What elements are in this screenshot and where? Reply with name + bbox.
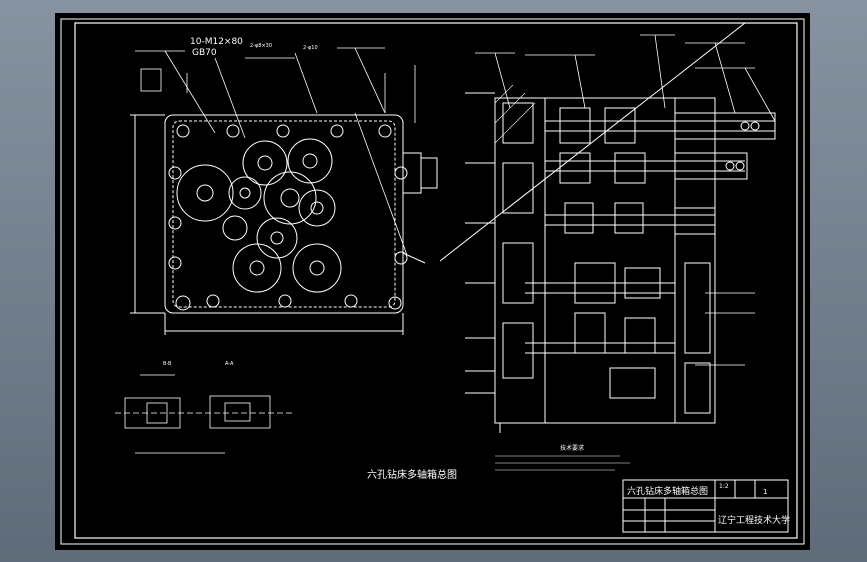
section-label-a: A-A	[225, 361, 234, 367]
standard-label: GB70	[192, 48, 217, 58]
drawing-sheet[interactable]: 10-M12×80 GB70 2-φ8×30 2-φ10	[55, 13, 810, 550]
leaders-right	[475, 34, 776, 366]
plug-spec-label: 2-φ10	[303, 45, 318, 51]
front-view	[130, 114, 438, 335]
title-block-scale: 1:2	[719, 483, 729, 490]
section-view	[439, 22, 776, 433]
title-block-title: 六孔钻床多轴箱总图	[627, 485, 708, 497]
outer-border	[60, 18, 805, 545]
notes-heading: 技术要求	[560, 444, 584, 452]
notes-lines	[495, 455, 630, 471]
section-label-b: B-B	[163, 361, 172, 367]
title-block	[622, 479, 789, 533]
title-block-university: 辽宁工程技术大学	[718, 514, 790, 526]
bolt-spec-label: 10-M12×80	[190, 37, 243, 47]
drawing-title: 六孔钻床多轴箱总图	[367, 468, 457, 481]
inner-border	[74, 22, 798, 539]
detail-sections	[115, 374, 295, 454]
leaders-left	[135, 47, 416, 256]
title-block-sheet: 1	[763, 488, 767, 496]
cad-drawing: 10-M12×80 GB70 2-φ8×30 2-φ10	[60, 18, 805, 545]
pin-spec-label: 2-φ8×30	[250, 43, 272, 49]
